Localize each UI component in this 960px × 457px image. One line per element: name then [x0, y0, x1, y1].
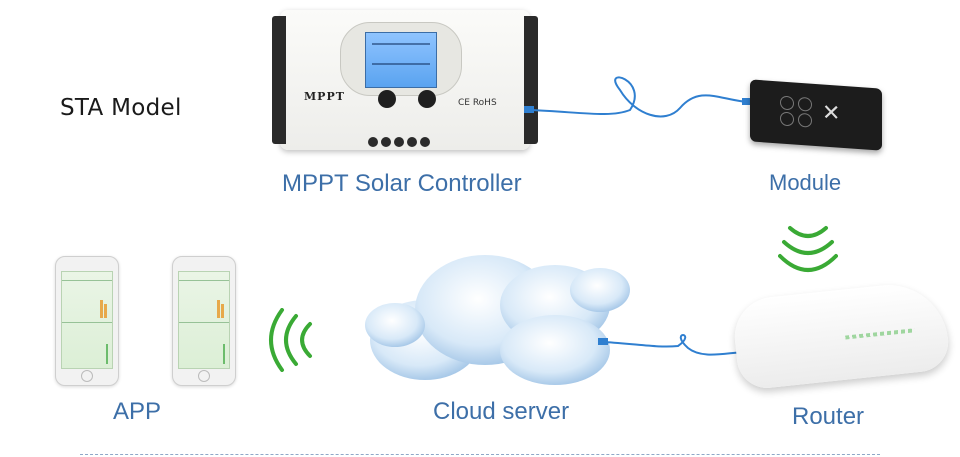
cloud-router-cable — [598, 334, 749, 356]
controller-ce-mark: CE RoHS — [458, 98, 497, 108]
caption-controller: MPPT Solar Controller — [282, 170, 522, 197]
phone-screen-2 — [178, 271, 230, 369]
router-status-lights — [845, 328, 916, 340]
router-image — [730, 279, 952, 391]
wifi-module-image: ✕ — [750, 79, 882, 151]
controller-lcd-screen — [365, 32, 437, 88]
wifi-signal-down-icon — [778, 226, 838, 272]
controller-left-heatsink — [272, 16, 286, 144]
phone-app-image-2 — [172, 256, 236, 386]
wifi-signal-left-icon — [269, 308, 312, 372]
bottom-divider — [80, 454, 880, 455]
controller-button-2 — [418, 90, 436, 108]
caption-module: Module — [769, 170, 842, 195]
controller-ports — [368, 132, 433, 151]
phone-screen-1 — [61, 271, 113, 369]
cloud-server-icon — [365, 255, 630, 385]
controller-button-1 — [378, 90, 396, 108]
caption-router: Router — [792, 403, 865, 430]
controller-module-cable — [524, 76, 752, 118]
mppt-controller-image: MPPT CE RoHS — [272, 10, 538, 151]
caption-app: APP — [113, 398, 162, 425]
caption-cloud-server: Cloud server — [433, 398, 570, 425]
phone-app-image-1 — [55, 256, 119, 386]
controller-brand-label: MPPT — [304, 90, 345, 103]
module-logo-icon: ✕ — [822, 100, 841, 127]
diagram-title: STA Model — [60, 95, 182, 121]
